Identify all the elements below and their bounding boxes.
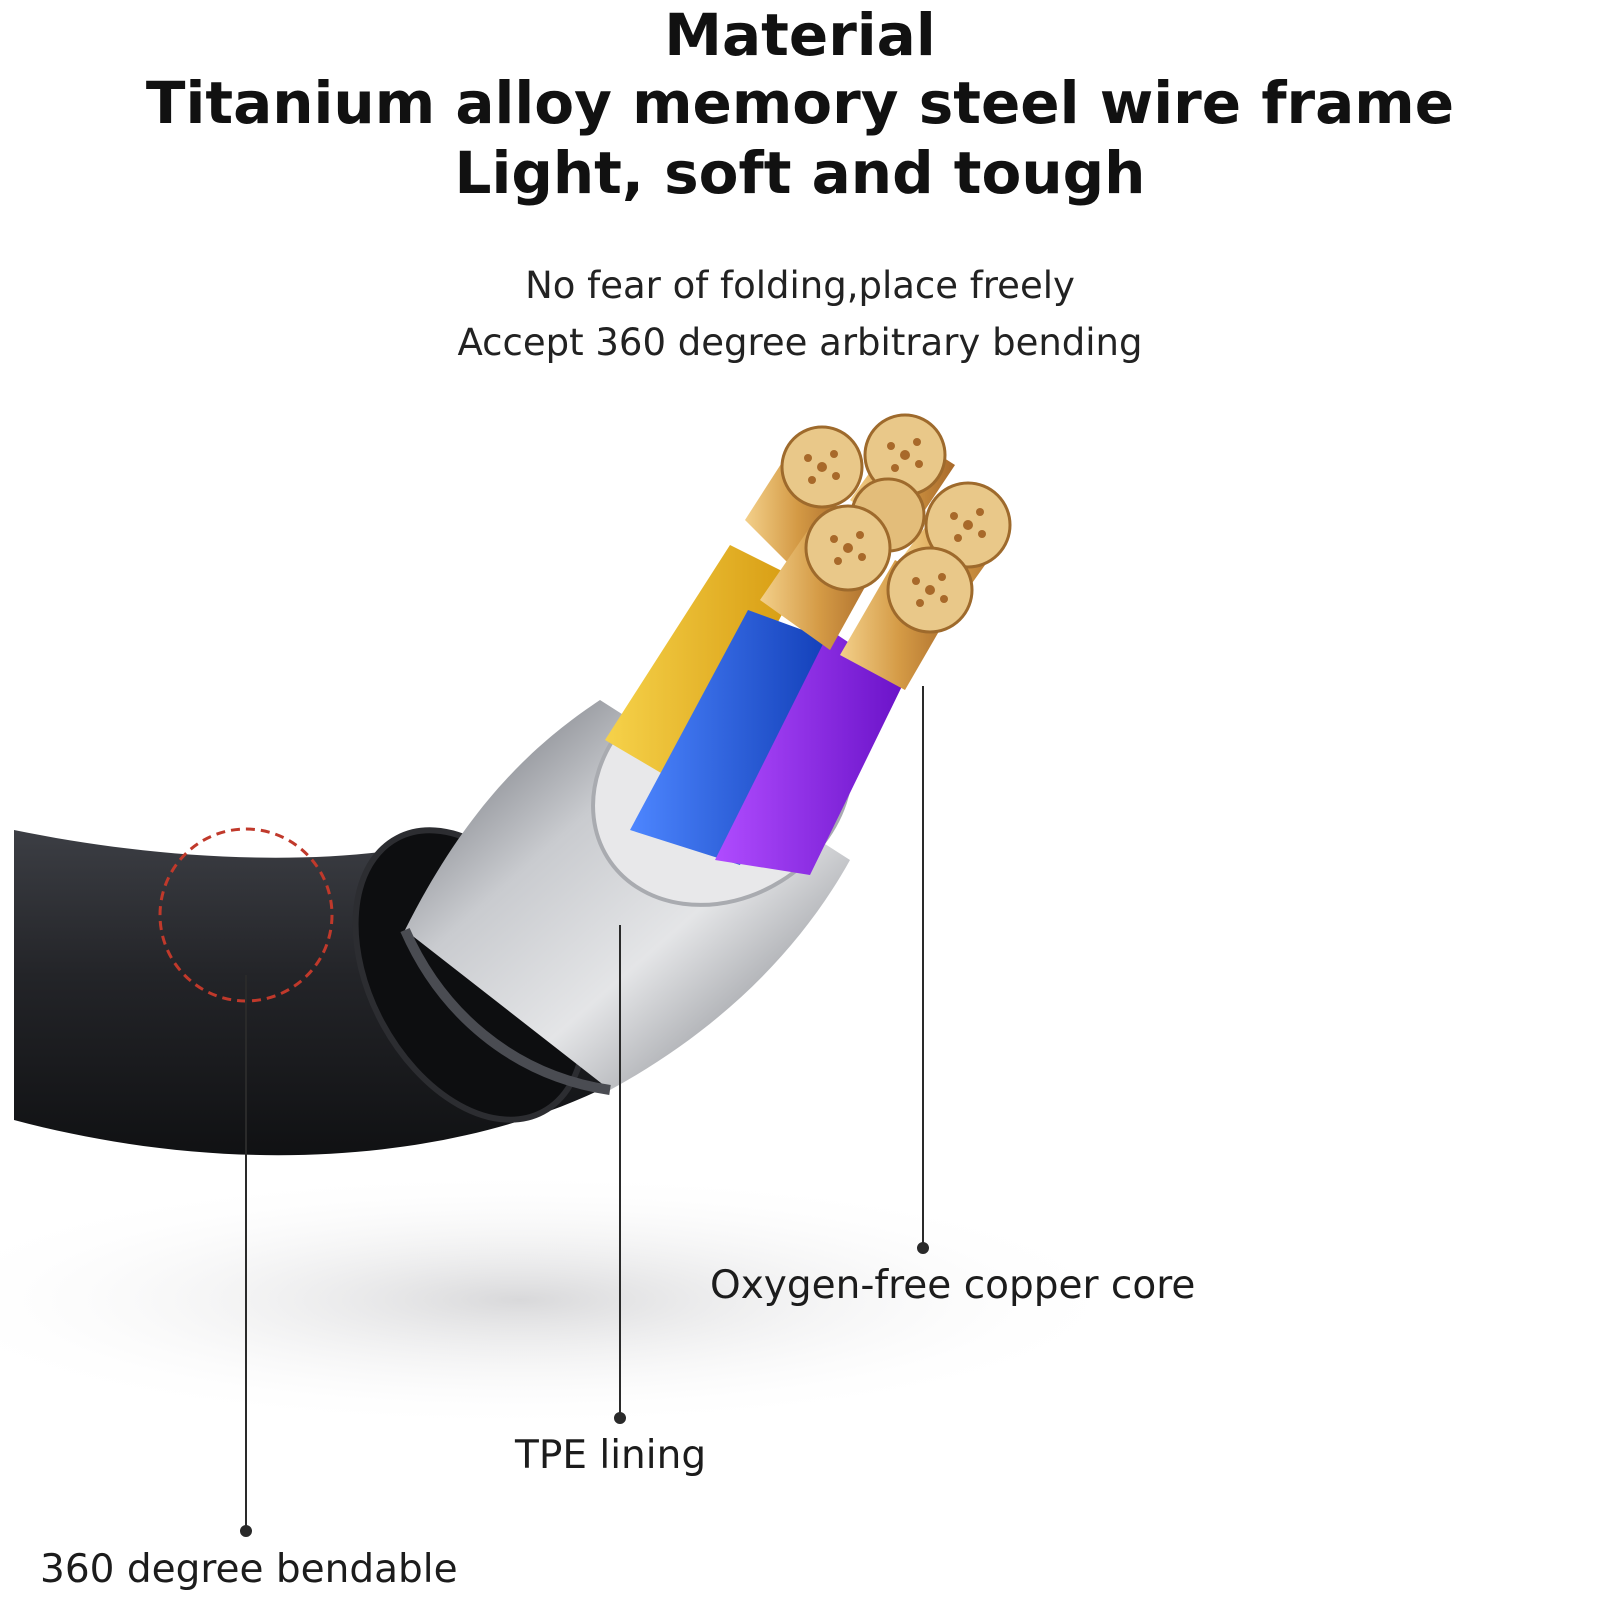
subheading-line-1: No fear of folding,place freely (525, 264, 1075, 307)
heading-line-1: Material (664, 1, 936, 69)
heading-line-2: Titanium alloy memory steel wire frame (145, 69, 1455, 137)
lining-shadow-edge (400, 927, 611, 1095)
bend-marker-circle (158, 827, 334, 1003)
callout-copper-core: Oxygen-free copper core (710, 1263, 1196, 1308)
leader-lines (240, 686, 929, 1537)
copper-strands (745, 413, 1012, 690)
blue-wire (630, 610, 830, 865)
yellow-wire (605, 545, 800, 790)
callout-tpe-lining: TPE lining (515, 1433, 707, 1478)
floor-reflection (0, 1170, 1140, 1430)
heading-line-3: Light, soft and tough (454, 139, 1146, 207)
subheading-line-2: Accept 360 degree arbitrary bending (457, 321, 1143, 364)
callout-bendable: 360 degree bendable (40, 1547, 458, 1592)
purple-wire (715, 630, 905, 875)
